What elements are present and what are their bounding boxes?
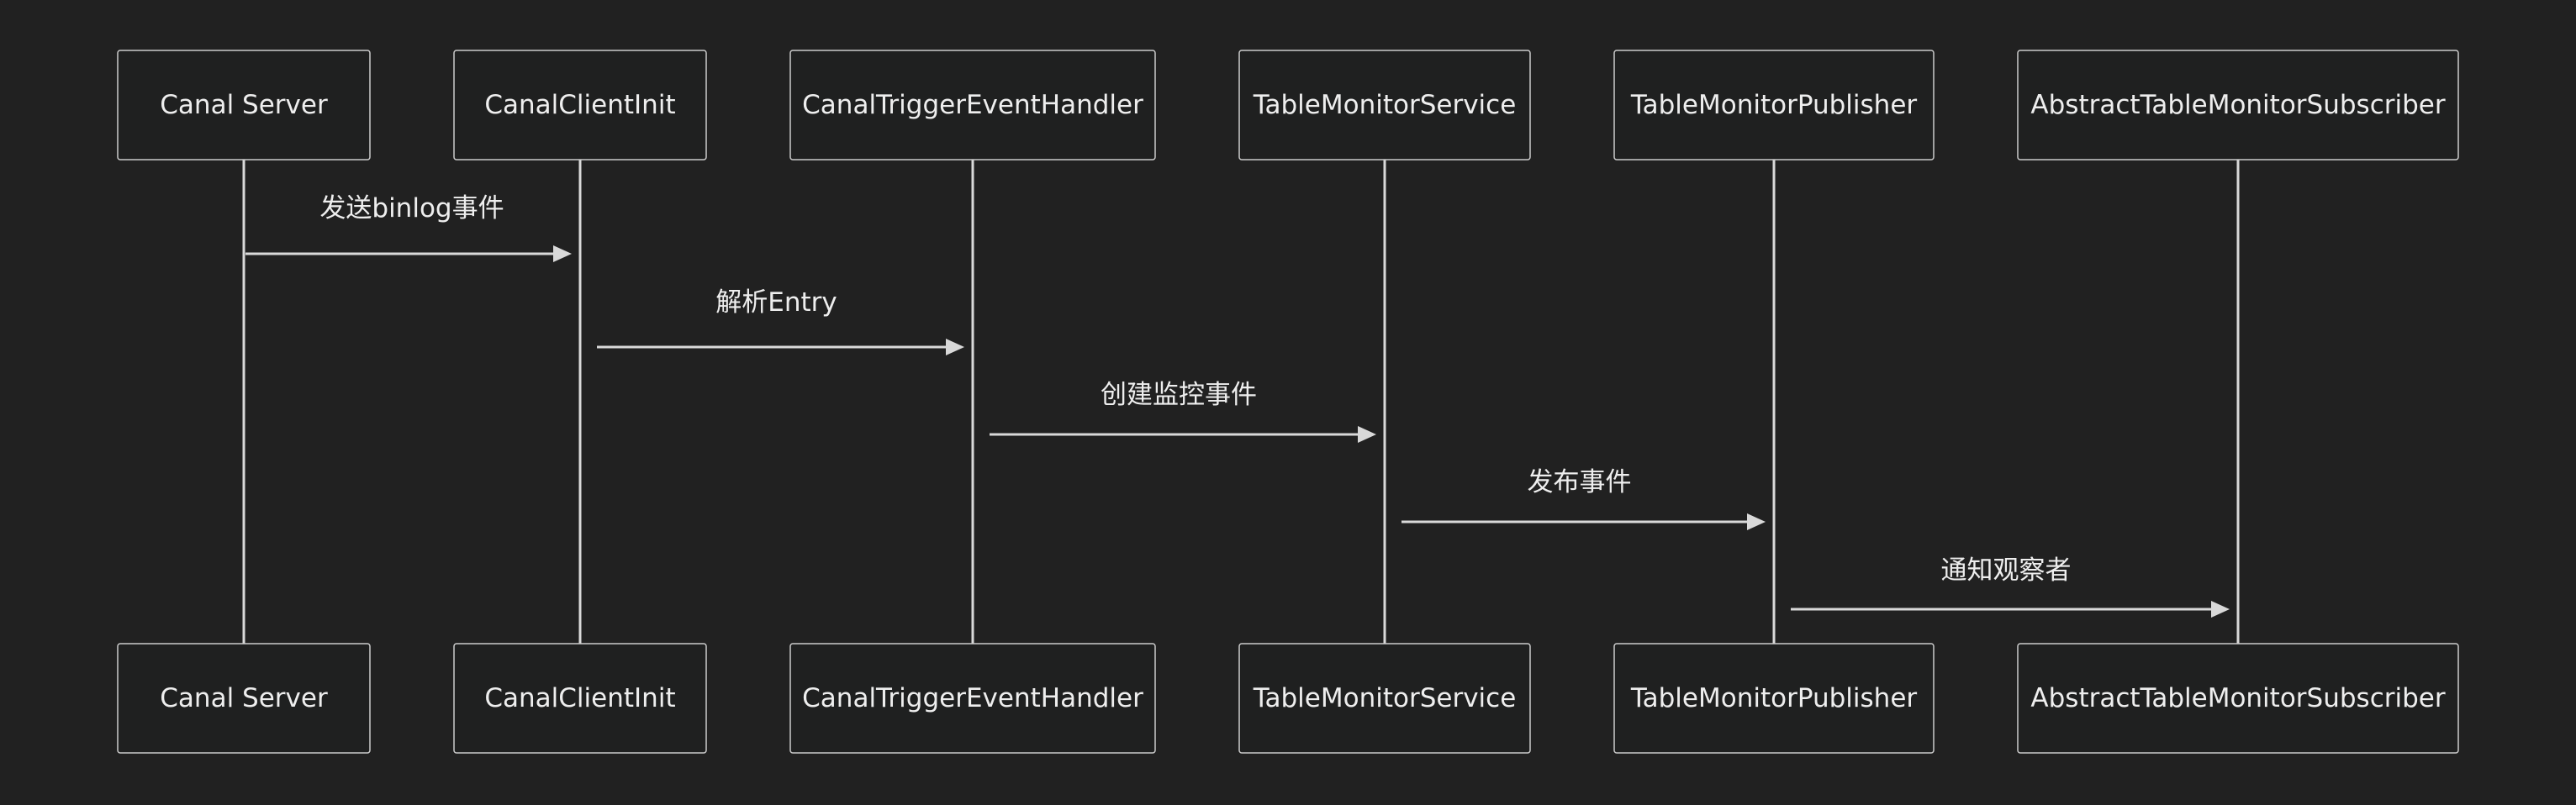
arrowhead-icon [1747,513,1766,530]
participant-label: AbstractTableMonitorSubscriber [2030,683,2445,713]
message-4: 发布事件 [1401,467,1766,530]
participant-box [117,643,371,754]
message-label: 解析Entry [715,287,837,318]
lifelines [242,160,2240,644]
participant-box [1613,50,1935,160]
participant-label: TableMonitorPublisher [1630,90,1918,120]
message-label: 通知观察者 [1941,555,2072,586]
arrowhead-icon [1358,426,1376,443]
message-label: 发送binlog事件 [319,193,504,224]
participant-canal-client-init-bottom: CanalClientInit [453,643,707,754]
participant-label: TableMonitorService [1253,90,1517,120]
participant-box [1613,643,1935,754]
participant-box [789,50,1156,160]
participant-label: TableMonitorPublisher [1630,683,1918,713]
message-5: 通知观察者 [1791,555,2230,618]
arrowhead-icon [553,245,572,262]
participant-box [1238,50,1531,160]
participant-label: CanalClientInit [484,683,675,713]
participant-label: AbstractTableMonitorSubscriber [2030,90,2445,120]
participant-label: CanalClientInit [484,90,675,120]
participant-canal-trigger-event-handler-bottom: CanalTriggerEventHandler [789,643,1156,754]
participant-label: CanalTriggerEventHandler [802,683,1143,713]
participant-box [789,643,1156,754]
message-label: 创建监控事件 [1101,380,1257,410]
participant-box [1238,643,1531,754]
participant-box [117,50,371,160]
participant-abstract-table-monitor-subscriber-bottom: AbstractTableMonitorSubscriber [2017,643,2459,754]
participant-table-monitor-publisher-top: TableMonitorPublisher [1613,50,1935,160]
participant-canal-server-top: Canal Server [117,50,371,160]
participant-canal-trigger-event-handler-top: CanalTriggerEventHandler [789,50,1156,160]
participant-canal-server-bottom: Canal Server [117,643,371,754]
message-label: 发布事件 [1528,467,1632,497]
participant-box [2017,643,2459,754]
message-3: 创建监控事件 [990,380,1376,443]
participants-bottom: Canal Server CanalClientInit CanalTriggerE… [117,643,2459,754]
participant-label: Canal Server [160,90,328,120]
participant-box [2017,50,2459,160]
participant-label: CanalTriggerEventHandler [802,90,1143,120]
participant-table-monitor-service-bottom: TableMonitorService [1238,643,1531,754]
participant-label: TableMonitorService [1253,683,1517,713]
arrowhead-icon [946,339,964,355]
arrowhead-icon [2211,601,2230,618]
message-2: 解析Entry [597,287,964,355]
participants-top: Canal Server CanalClientInit CanalTriggerE… [117,50,2459,160]
participant-canal-client-init-top: CanalClientInit [453,50,707,160]
participant-label: Canal Server [160,683,328,713]
participant-box [453,643,707,754]
participant-table-monitor-publisher-bottom: TableMonitorPublisher [1613,643,1935,754]
participant-table-monitor-service-top: TableMonitorService [1238,50,1531,160]
message-1: 发送binlog事件 [245,193,572,262]
participant-box [453,50,707,160]
participant-abstract-table-monitor-subscriber-top: AbstractTableMonitorSubscriber [2017,50,2459,160]
